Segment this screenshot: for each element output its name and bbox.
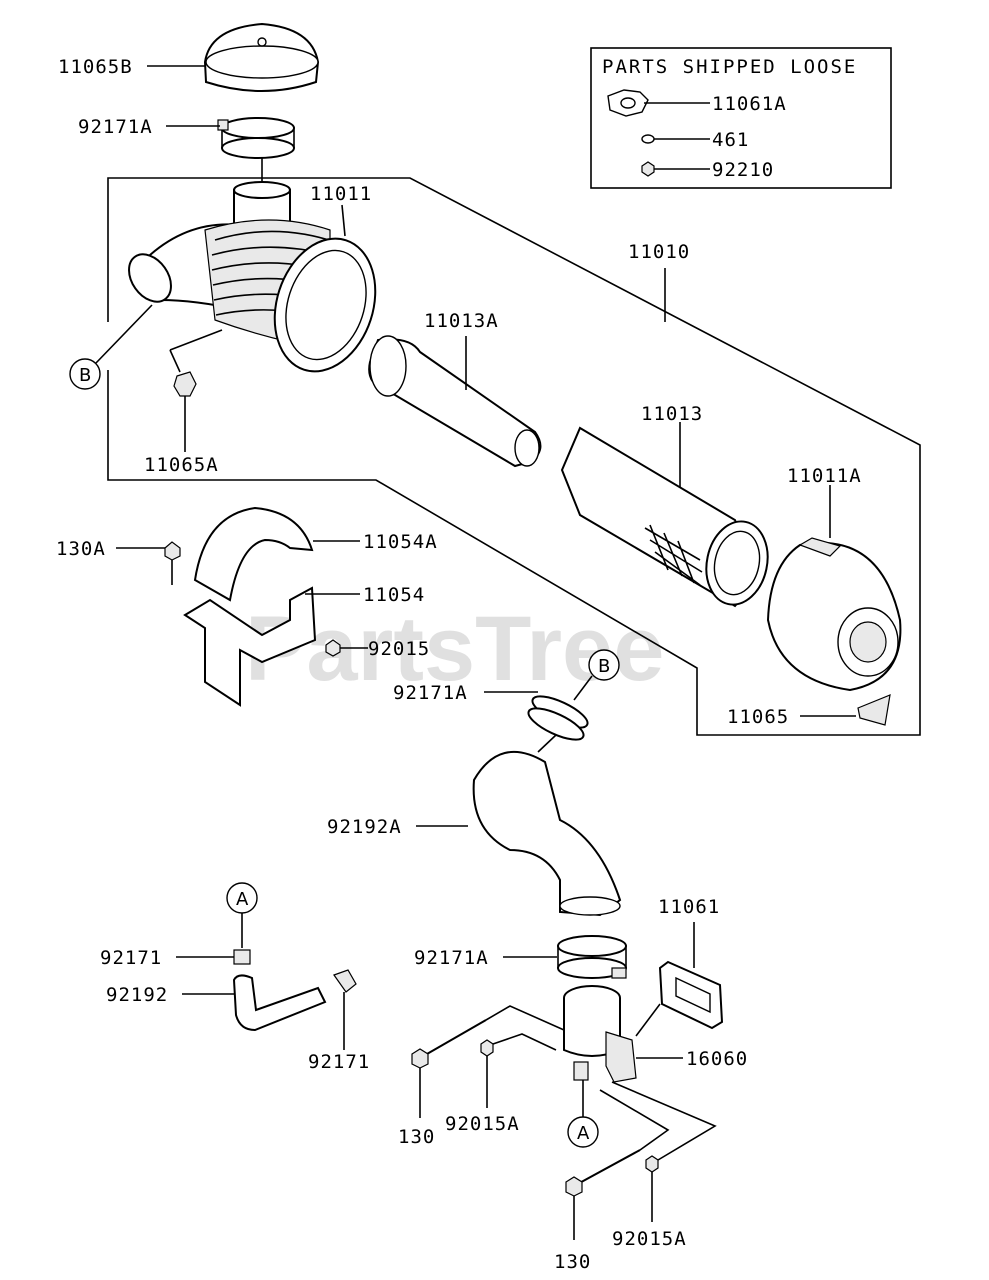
- label-11065: 11065: [727, 706, 789, 728]
- assembly-bracket-11010: [107, 177, 921, 736]
- label-11065A: 11065A: [144, 454, 219, 476]
- nut-92210: [641, 161, 655, 177]
- label-11010: 11010: [628, 241, 690, 263]
- bracket-11054: [183, 586, 317, 707]
- label-461: 461: [712, 129, 749, 151]
- label-92171A-low: 92171A: [414, 947, 489, 969]
- clamp-92171A-top: [217, 117, 295, 159]
- callout-b-left: [69, 358, 101, 390]
- callout-a-bottom-text: A: [577, 1123, 590, 1144]
- label-11061: 11061: [658, 896, 720, 918]
- drain-valve-11065A: [169, 329, 223, 452]
- bolt-130-b: [573, 1149, 641, 1187]
- label-11013: 11013: [641, 403, 703, 425]
- nut-92015: [325, 639, 341, 657]
- label-11054A: 11054A: [363, 531, 438, 553]
- adapter-16060: [563, 985, 637, 1083]
- air-cleaner-body-11011: [128, 181, 377, 373]
- clamp-92171-b: [333, 969, 357, 993]
- callout-a-left-text: A: [236, 889, 249, 910]
- label-11011: 11011: [310, 183, 372, 205]
- label-92171-a: 92171: [100, 947, 162, 969]
- label-16060: 16060: [686, 1048, 748, 1070]
- parts-box-title: PARTS SHIPPED LOOSE: [602, 56, 857, 78]
- inner-element-11013A: [368, 335, 542, 468]
- nut-92015A-b: [645, 1155, 659, 1173]
- label-11061A: 11061A: [712, 93, 787, 115]
- label-130-a: 130: [398, 1126, 435, 1148]
- label-92015A-a: 92015A: [445, 1113, 520, 1135]
- label-92210: 92210: [712, 159, 774, 181]
- hose-92192A: [472, 750, 622, 917]
- washer-461: [641, 134, 655, 144]
- callout-b-mid-text: B: [598, 656, 610, 677]
- callout-b-left-text: B: [79, 365, 91, 386]
- label-11065B: 11065B: [58, 56, 133, 78]
- label-92015A-b: 92015A: [612, 1228, 687, 1250]
- label-92171A-mid: 92171A: [393, 682, 468, 704]
- bolt-130-a: [419, 1019, 487, 1059]
- nut-92015A-a: [480, 1039, 494, 1057]
- label-11013A: 11013A: [424, 310, 499, 332]
- bolt-130A: [164, 541, 181, 561]
- cover-11011A: [766, 537, 902, 692]
- label-11011A: 11011A: [787, 465, 862, 487]
- label-92171-b: 92171: [308, 1051, 370, 1073]
- cap-11065B: [203, 22, 320, 92]
- clamp-92171A-low: [557, 935, 627, 979]
- callout-b-mid: [588, 649, 620, 681]
- label-130-b: 130: [554, 1251, 591, 1273]
- watermark: PartsTree: [245, 598, 664, 700]
- parts-shipped-loose-box: PARTS SHIPPED LOOSE 11061A 461 92210: [590, 47, 892, 189]
- clamp-92171-small: [233, 949, 251, 965]
- label-11054: 11054: [363, 584, 425, 606]
- outer-element-11013: [560, 426, 769, 608]
- label-92015: 92015: [368, 638, 430, 660]
- evacuator-valve-11065: [857, 694, 891, 726]
- clamp-92171A-mid: [527, 695, 589, 741]
- label-130A: 130A: [56, 538, 106, 560]
- bracket-band-11054A: [193, 506, 314, 602]
- label-92171A-top: 92171A: [78, 116, 153, 138]
- hose-92192: [232, 974, 327, 1032]
- label-92192A: 92192A: [327, 816, 402, 838]
- label-92192: 92192: [106, 984, 168, 1006]
